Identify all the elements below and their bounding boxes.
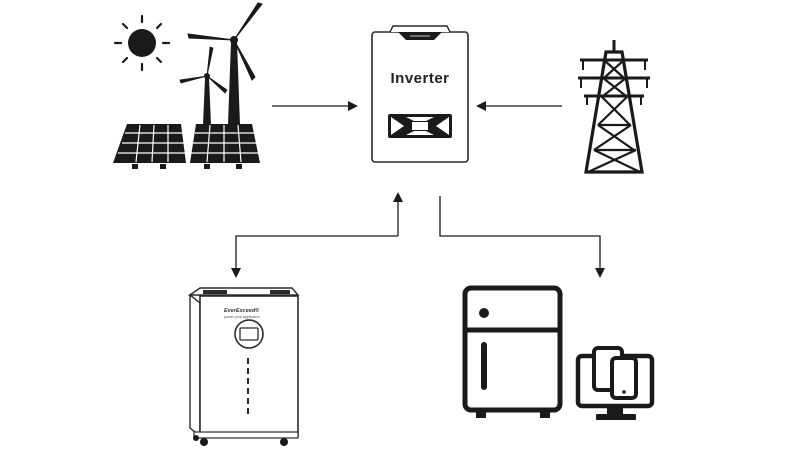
flow-arrows xyxy=(231,101,605,278)
battery-cabinet-icon: EverExceed® power your application xyxy=(187,287,300,446)
inverter-icon: Inverter xyxy=(371,25,469,163)
solar-panel-icon xyxy=(113,124,260,169)
power-tower-icon xyxy=(578,40,650,174)
wind-turbine-icon xyxy=(179,2,263,125)
battery-tagline: power your application xyxy=(224,315,260,319)
inverter-display xyxy=(388,114,452,138)
monitor-phone-icon xyxy=(575,346,655,420)
battery-brand: EverExceed® xyxy=(224,307,260,314)
inverter-label: Inverter xyxy=(390,70,449,87)
arrow-inverter-to-battery xyxy=(231,235,398,278)
arrow-inverter-to-loads xyxy=(439,196,605,278)
refrigerator-icon xyxy=(462,285,563,418)
sun-icon xyxy=(113,14,171,72)
